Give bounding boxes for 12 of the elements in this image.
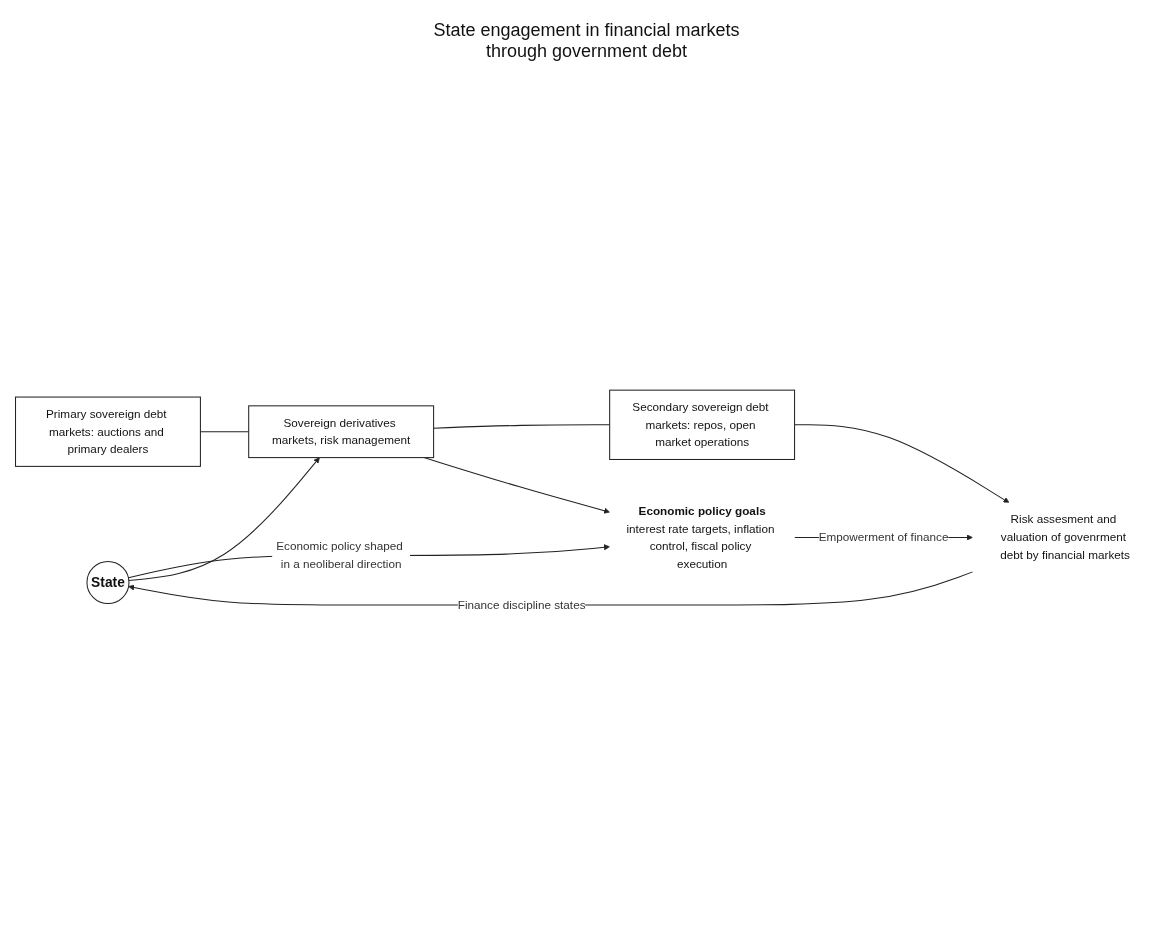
edge-label: Finance discipline states: [457, 598, 586, 612]
node-box: Primary sovereign debt markets: auctions and primary dealers: [15, 396, 201, 467]
node-box: Secondary sovereign debt markets: repos, open market operations: [609, 389, 796, 460]
arrow: [128, 457, 320, 581]
edge-label: Economic policy shaped in a neoliberal direction: [276, 540, 403, 571]
node-box: Sovereign derivatives markets, risk management: [248, 405, 435, 459]
edge-label: Empowerment of finance: [818, 530, 949, 544]
node-circle: State: [86, 560, 130, 604]
node-text: Risk assesment and valuation of govenrment debt by financial markets: [1000, 513, 1130, 562]
node-text: Economic policy goals interest rate targets, inflation control, fiscal policy execution: [626, 504, 775, 571]
arrow: [794, 424, 1010, 504]
heading-note: State engagement in financial markets through government debt: [432, 20, 741, 62]
